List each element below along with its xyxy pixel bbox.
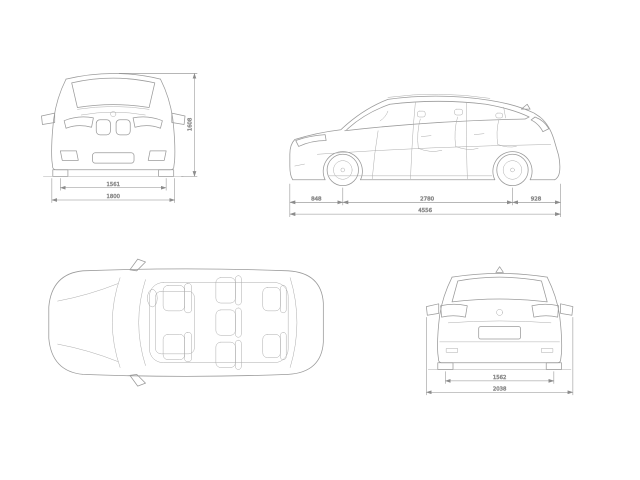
taillight-side-icon	[530, 116, 550, 133]
front-wheel-side	[326, 153, 359, 187]
overall-length-dimension-label: 4556	[418, 208, 432, 214]
rear-bumper-details	[439, 341, 560, 353]
overall-length-dimension: 4556	[289, 208, 561, 217]
rear-track-dimension: 1562	[445, 371, 555, 384]
front-bumper-details	[59, 150, 167, 164]
kidney-grille-icon	[95, 111, 131, 136]
taillight-left-icon	[440, 303, 468, 318]
side-glasshouse	[344, 100, 530, 132]
mirror-left-icon	[41, 112, 56, 125]
hood-and-windshield-top	[57, 277, 298, 368]
wheelbase-dimension: 2780	[342, 196, 513, 205]
front-overhang-dimension: 848	[289, 196, 344, 205]
headlight-left-icon	[63, 116, 94, 129]
taillight-right-icon	[531, 303, 559, 318]
mirror-right-icon	[171, 112, 186, 125]
wheelbase-dimension-label: 2780	[420, 196, 434, 202]
front-width-dimension-label: 1800	[107, 194, 120, 200]
brand-roundel-icon	[496, 309, 503, 316]
interior-seats-side	[379, 108, 517, 152]
steering-wheel-top-icon	[147, 289, 158, 308]
top-view-drawing	[48, 258, 324, 387]
car-side-body-outline	[289, 93, 561, 181]
mirror-width-dimension-label: 2038	[493, 386, 507, 392]
door-seams	[317, 120, 551, 180]
mirror-top-right-icon	[129, 373, 146, 387]
car-rear-body-outline	[437, 266, 563, 364]
rear-view-drawing: 1562 2038	[425, 266, 574, 396]
rear-wheels	[428, 362, 572, 370]
mirror-top-left-icon	[129, 258, 146, 272]
front-seats-top	[162, 283, 192, 362]
side-view-drawing: 848 2780 928 4556	[289, 93, 561, 218]
car-front-body-outline	[51, 73, 176, 171]
rear-overhang-dimension-label: 928	[531, 196, 542, 202]
roof-panel-top	[149, 282, 289, 363]
windshield-front	[71, 77, 156, 116]
third-row-seats-top	[262, 285, 287, 360]
second-row-seats-top	[215, 275, 242, 370]
front-width-dimension: 1800	[51, 178, 176, 203]
car-top-body-outline	[48, 268, 324, 377]
mirror-rear-left-icon	[425, 303, 440, 316]
mirror-width-dimension: 2038	[425, 317, 574, 396]
front-wheels	[43, 169, 184, 177]
rear-track-dimension-label: 1562	[493, 375, 507, 381]
license-plate-recess	[478, 326, 521, 340]
headlight-right-icon	[132, 116, 163, 129]
height-dimension: 1608	[118, 73, 198, 177]
front-track-dimension-label: 1561	[107, 182, 120, 188]
rear-window	[448, 276, 552, 324]
rear-wheel-side	[496, 153, 529, 187]
rear-overhang-dimension: 928	[512, 196, 561, 205]
mirror-rear-right-icon	[560, 303, 574, 316]
headlight-side-icon	[294, 134, 327, 167]
height-dimension-label: 1608	[188, 118, 194, 131]
front-overhang-dimension-label: 848	[311, 196, 322, 202]
front-track-dimension: 1561	[59, 178, 167, 191]
front-view-drawing: 1561 1800 1608	[41, 73, 198, 203]
